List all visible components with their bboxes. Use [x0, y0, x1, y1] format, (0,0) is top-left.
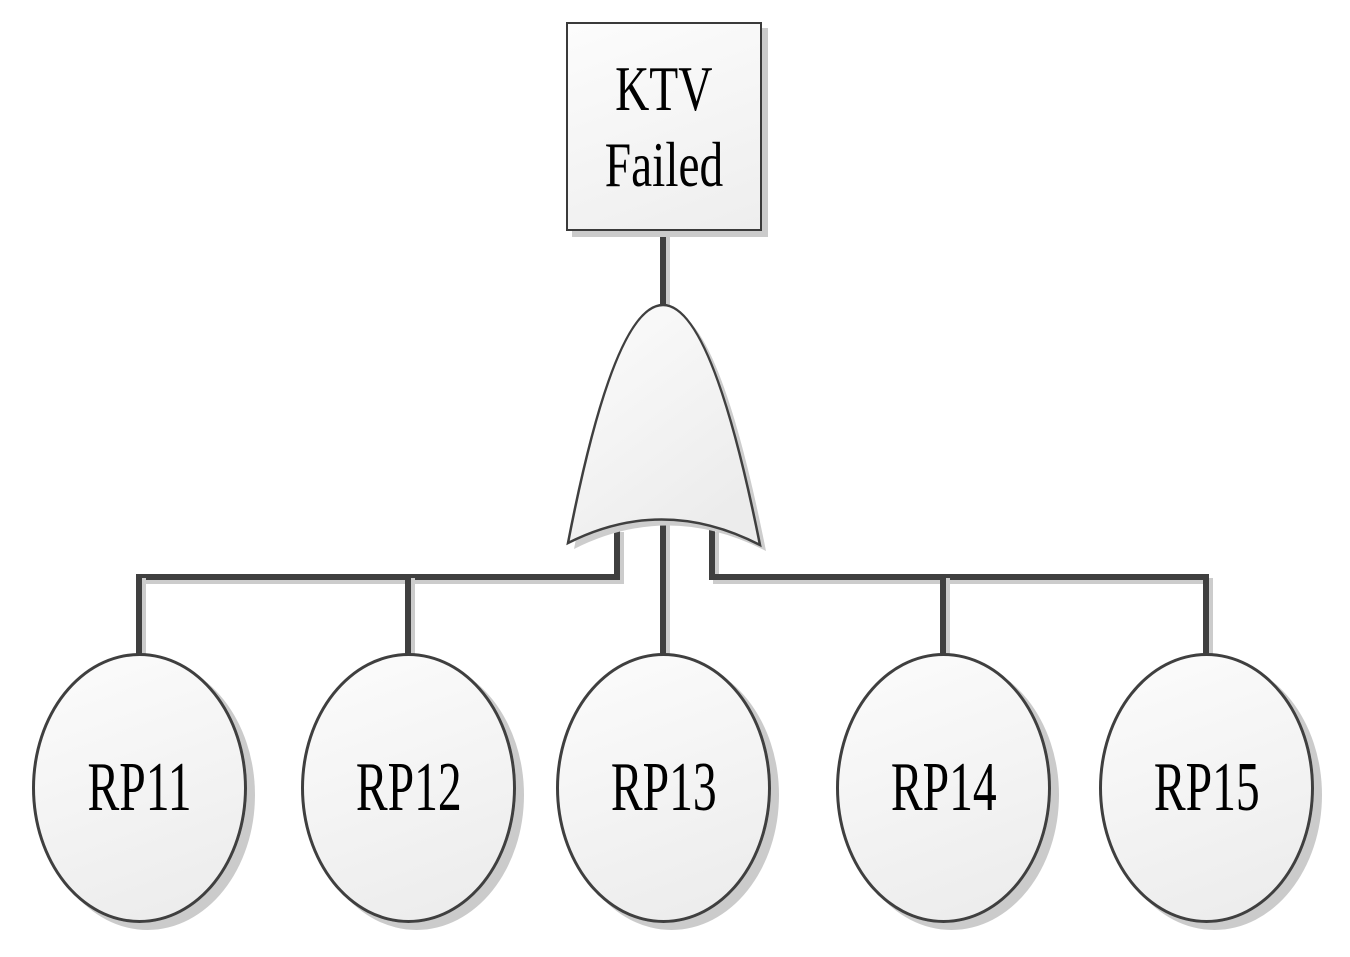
basic-event-rp13: RP13: [556, 653, 771, 923]
top-event-label-line1: KTV: [615, 52, 713, 124]
connector-bar-to-rp14: [940, 574, 946, 658]
or-gate-icon: [566, 303, 766, 551]
basic-event-rp12: RP12: [301, 653, 516, 923]
connector-bar-to-rp11: [136, 574, 142, 658]
connector-gate-left-stub: [614, 528, 620, 580]
basic-event-rp12-label: RP12: [355, 749, 462, 826]
connector-top-event-to-gate: [660, 229, 666, 306]
connector-gate-to-rp13: [660, 520, 666, 658]
basic-event-rp15: RP15: [1099, 653, 1314, 923]
basic-event-rp11: RP11: [32, 653, 247, 923]
basic-event-rp13-label: RP13: [610, 749, 717, 826]
connector-bar-left: [136, 574, 620, 580]
connector-bar-to-rp12: [405, 574, 411, 658]
basic-event-rp11-label: RP11: [87, 749, 192, 826]
top-event-label-line2: Failed: [604, 128, 724, 200]
connector-bar-right: [709, 574, 1209, 580]
connector-bar-to-rp15: [1203, 574, 1209, 658]
top-event-box: KTV Failed: [566, 22, 762, 231]
connector-gate-right-stub: [709, 528, 715, 580]
basic-event-rp14-label: RP14: [890, 749, 997, 826]
top-event-label: KTV Failed: [584, 51, 744, 203]
basic-event-rp15-label: RP15: [1153, 749, 1260, 826]
or-gate-shape: [566, 303, 762, 548]
basic-event-rp14: RP14: [836, 653, 1051, 923]
